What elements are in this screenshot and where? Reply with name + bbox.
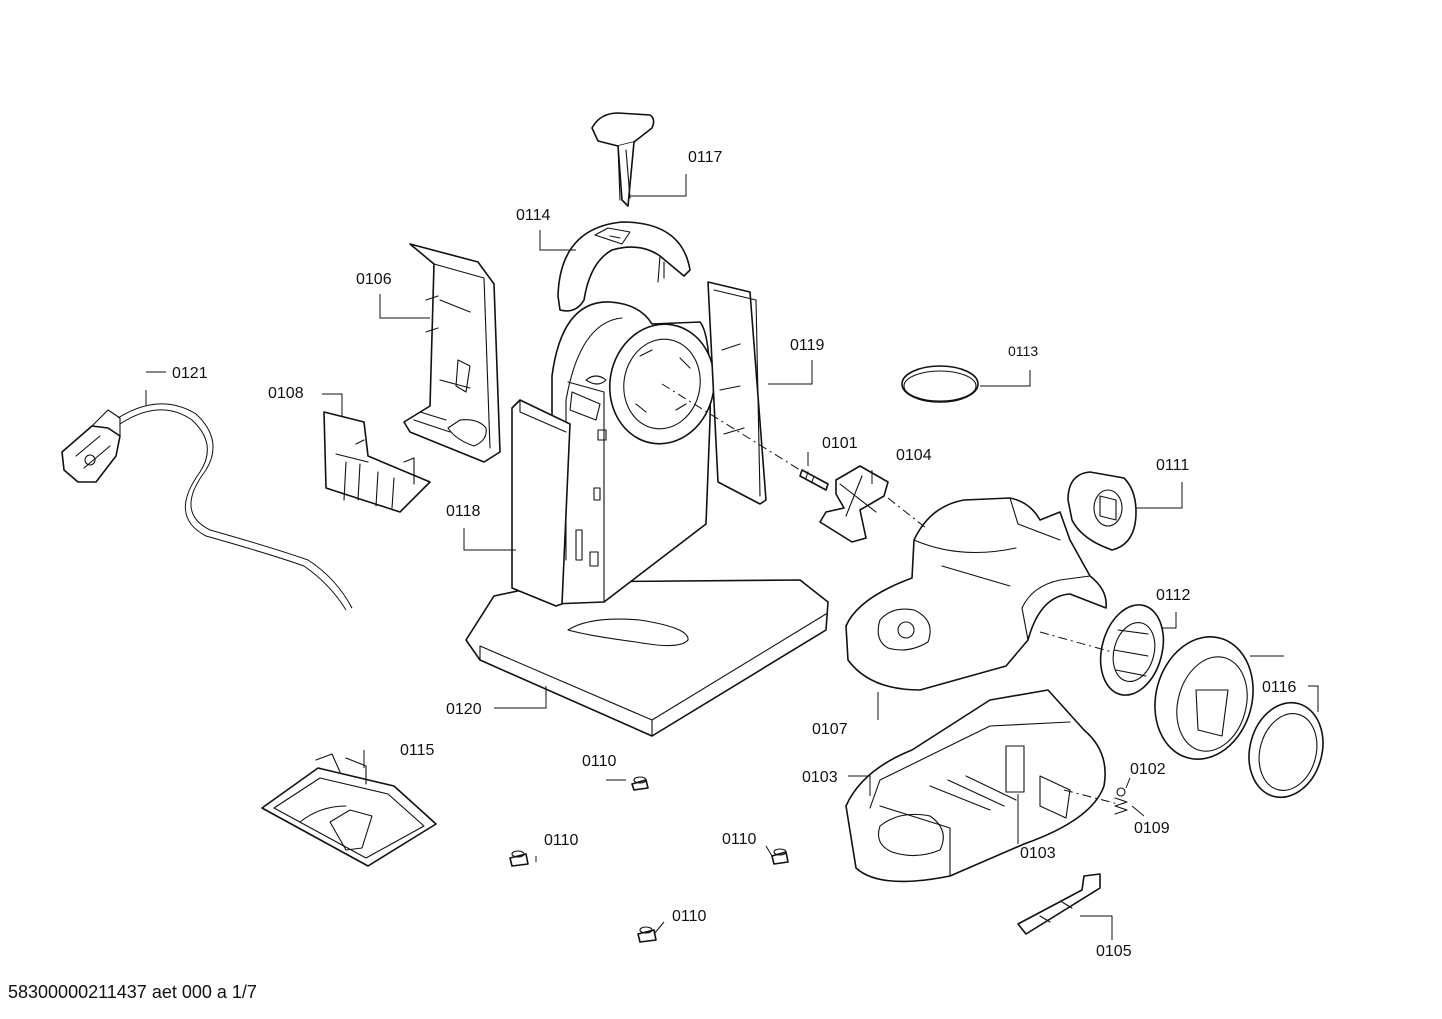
label-0115: 0115	[400, 742, 435, 759]
label-0111: 0111	[1156, 457, 1189, 474]
part-labels: 0117 0114 0106 0119 0113 0121 0108 0101 …	[172, 149, 1297, 960]
label-0114: 0114	[516, 207, 551, 224]
part-0121-power-cord	[61, 403, 353, 611]
part-0104-cross-bracket	[819, 465, 889, 543]
foot-2	[509, 850, 529, 867]
label-0107: 0107	[812, 721, 848, 738]
label-0113: 0113	[1008, 343, 1038, 359]
label-0119: 0119	[790, 337, 825, 354]
part-0102-small-ball	[1116, 787, 1126, 797]
part-0103-bottom-housing	[845, 689, 1106, 883]
leader-lines	[145, 174, 1319, 940]
part-0113-disc	[901, 365, 979, 403]
label-0109: 0109	[1134, 820, 1170, 837]
label-0106: 0106	[356, 271, 392, 288]
part-0115-tray	[261, 753, 437, 867]
part-0114-arch-cover	[557, 221, 691, 312]
label-0116: 0116	[1262, 679, 1297, 696]
label-0105: 0105	[1096, 943, 1132, 960]
part-0105-lever	[1017, 873, 1101, 935]
part-0109-spring	[1114, 797, 1128, 815]
part-0111-cap	[1067, 471, 1137, 551]
label-0110-d: 0110	[672, 908, 707, 925]
label-0120: 0120	[446, 701, 482, 718]
part-0101-pin	[799, 469, 829, 491]
label-0118: 0118	[446, 503, 481, 520]
foot-4	[637, 926, 657, 943]
part-0119-long-panel	[707, 281, 767, 505]
part-0116-front-cover	[1154, 636, 1254, 760]
foot-1	[631, 776, 649, 791]
label-0108: 0108	[268, 385, 304, 402]
part-0118-side-cover	[511, 399, 571, 607]
part-0106-frame	[403, 243, 501, 463]
label-0101: 0101	[822, 435, 858, 452]
label-0103-b: 0103	[1020, 845, 1056, 862]
part-0107-motor-housing	[845, 497, 1107, 691]
part-0117-top-clip	[591, 112, 655, 207]
part-0108-bracket	[323, 411, 431, 513]
label-0104: 0104	[896, 447, 932, 464]
label-0110-a: 0110	[582, 753, 617, 770]
label-0102: 0102	[1130, 761, 1166, 778]
label-0110-c: 0110	[722, 831, 757, 848]
label-0110-b: 0110	[544, 832, 579, 849]
part-0112-gear	[1099, 604, 1165, 696]
label-0121: 0121	[172, 365, 208, 382]
part-0110-feet	[509, 776, 789, 943]
label-0117: 0117	[688, 149, 723, 166]
label-0103-a: 0103	[802, 769, 838, 786]
assembly-axes	[661, 383, 1119, 805]
label-0112: 0112	[1156, 587, 1191, 604]
foot-3	[771, 848, 789, 865]
part-0116-ring	[1248, 701, 1324, 799]
document-id-footer: 58300000211437 aet 000 a 1/7	[8, 982, 257, 1002]
